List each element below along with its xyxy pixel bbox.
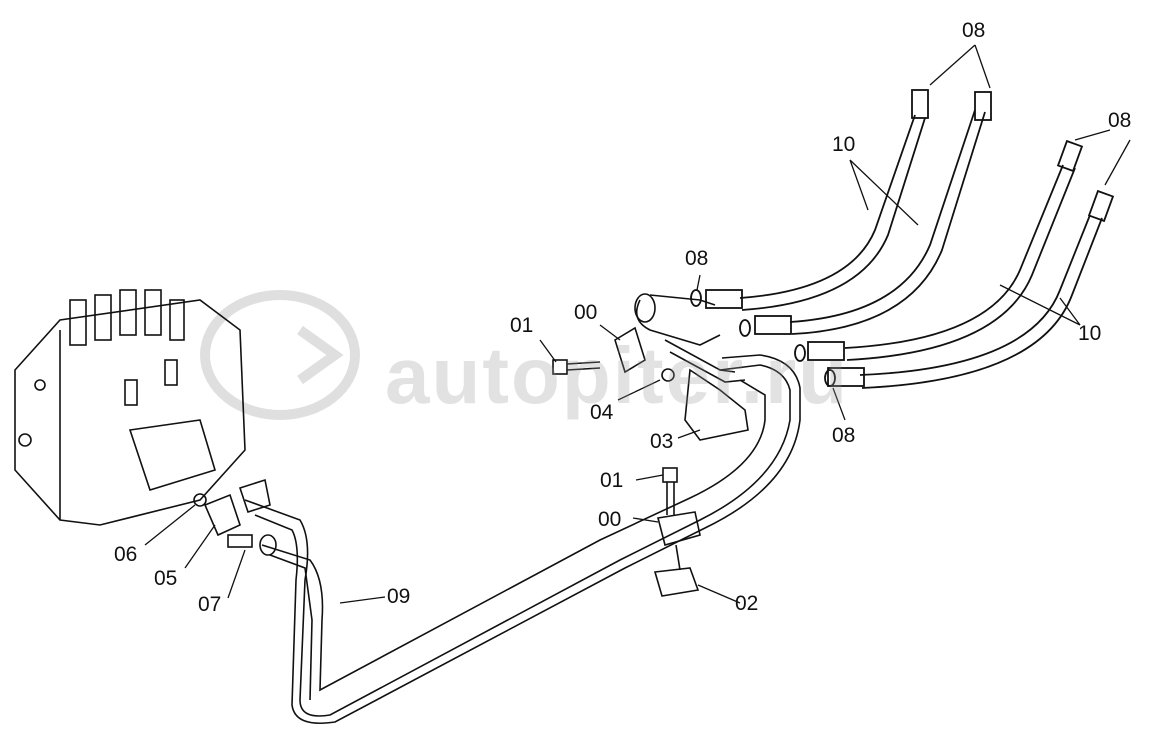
callout-10: 10: [832, 133, 856, 156]
callout-06: 06: [114, 543, 138, 566]
callout-05: 05: [154, 567, 178, 590]
callout-08: 08: [685, 247, 709, 270]
callout-01: 01: [510, 314, 534, 337]
watermark-text: autopiter.ru: [385, 331, 850, 420]
callout-01: 01: [600, 469, 624, 492]
callout-03: 03: [650, 430, 674, 453]
pipe-09: [244, 354, 801, 724]
callout-08: 08: [832, 424, 856, 447]
bolt-01-upper: [552, 359, 601, 375]
callout-00: 00: [574, 301, 598, 324]
callout-07: 07: [198, 593, 222, 616]
spacer-02: [653, 544, 700, 597]
watermark-logo: [200, 290, 360, 420]
control-valve: [14, 289, 246, 526]
callout-00: 00: [598, 508, 622, 531]
leader-lines: [144, 44, 1131, 604]
callout-09: 09: [387, 585, 411, 608]
bracket-03: [684, 368, 749, 441]
clamp-00-upper: [614, 326, 646, 374]
hoses-10: [690, 89, 1115, 389]
callout-08: 08: [962, 19, 986, 42]
callout-10: 10: [1078, 322, 1102, 345]
callout-08: 08: [1108, 109, 1132, 132]
flange-05-06-07: [193, 478, 277, 556]
callout-02: 02: [735, 592, 759, 615]
bolt-04: [661, 368, 675, 382]
callout-04: 04: [590, 401, 614, 424]
clamp-00-lower: [657, 511, 701, 546]
